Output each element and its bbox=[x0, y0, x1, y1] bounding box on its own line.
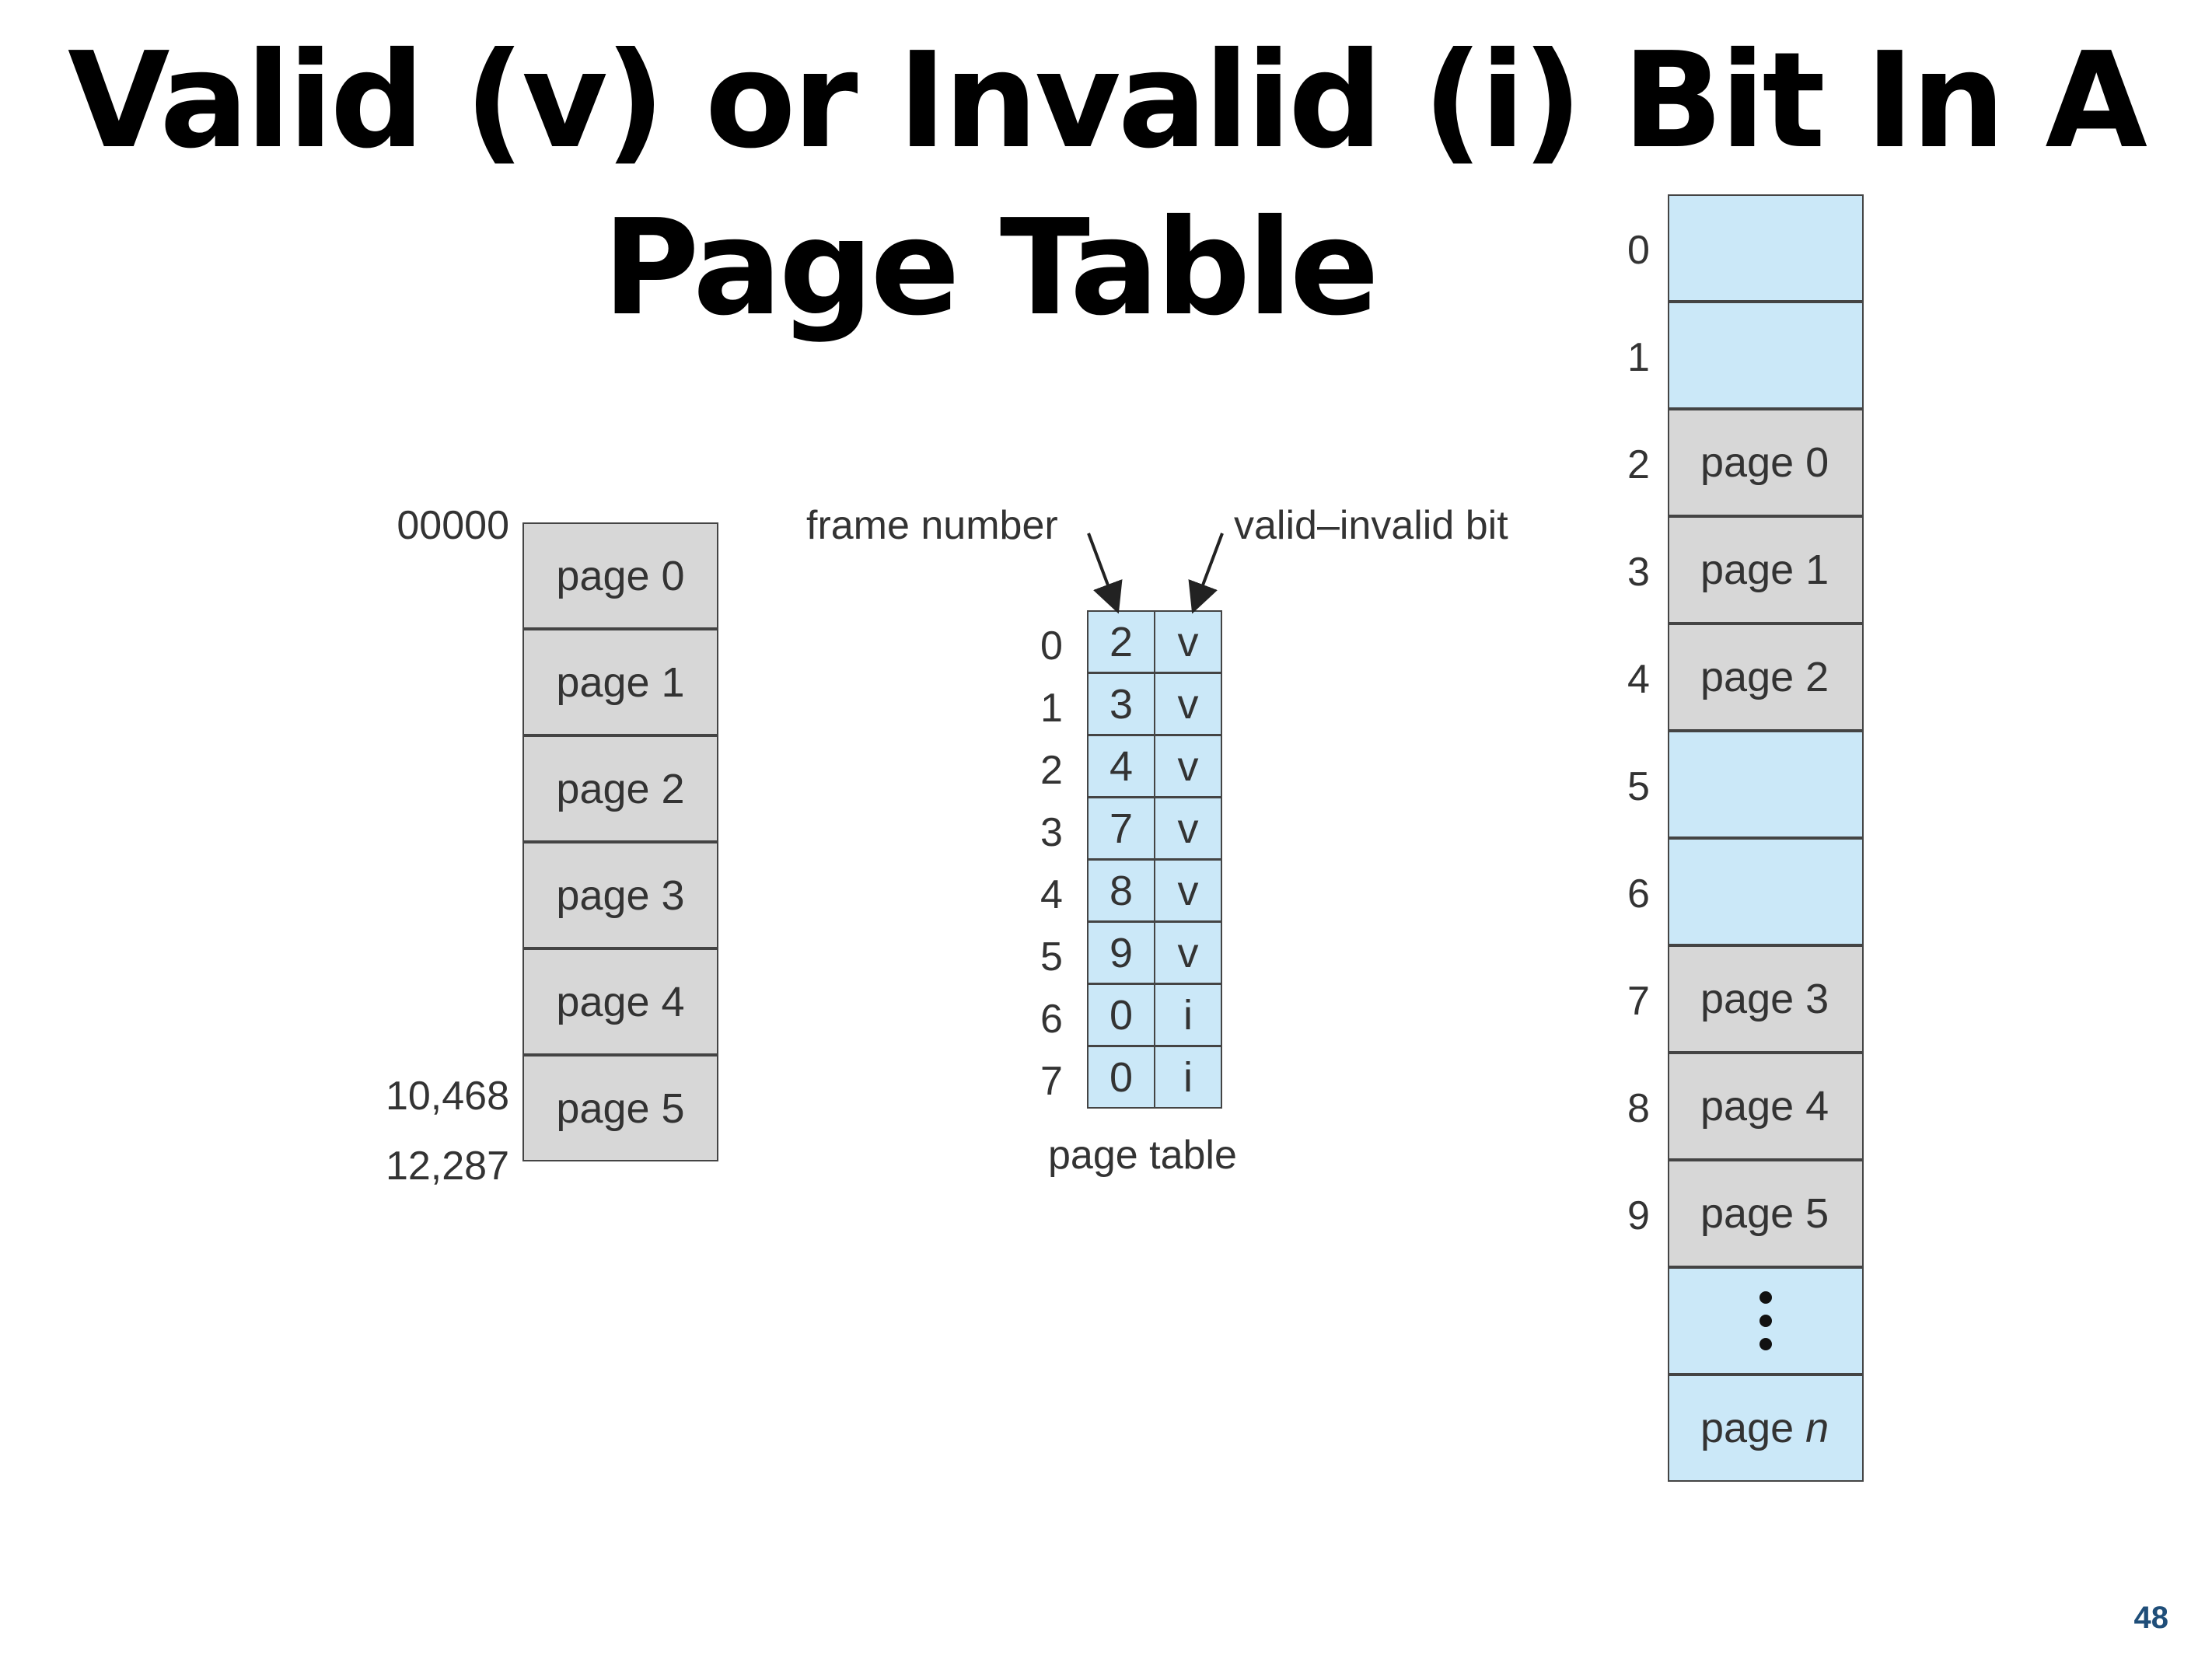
frame-index: 1 bbox=[1627, 335, 1650, 380]
valid-bit-cell: v bbox=[1154, 921, 1222, 984]
frame-cell bbox=[1668, 194, 1864, 302]
last-frame-prefix: page bbox=[1700, 1405, 1806, 1451]
valid-bit-cell: v bbox=[1154, 797, 1222, 860]
logical-page-cell: page 0 bbox=[522, 522, 718, 629]
address-end: 12,287 bbox=[385, 1144, 509, 1189]
frame-cell: page 3 bbox=[1668, 945, 1864, 1053]
page-table-index: 6 bbox=[1040, 997, 1063, 1042]
address-start: 00000 bbox=[397, 503, 509, 548]
frame-index: 3 bbox=[1627, 550, 1650, 595]
valid-invalid-bit-label: valid–invalid bit bbox=[1234, 503, 1508, 548]
frame-index: 2 bbox=[1627, 442, 1650, 487]
slide-title-line-1: Valid (v) or Invalid (i) Bit In A bbox=[67, 24, 2147, 178]
frame-cell: page 5 bbox=[1668, 1160, 1864, 1267]
frame-index: 7 bbox=[1627, 979, 1650, 1024]
frame-cell: page 4 bbox=[1668, 1053, 1864, 1160]
valid-bit-cell: v bbox=[1154, 672, 1222, 735]
frame-cell bbox=[1668, 838, 1864, 945]
frame-cell: page 2 bbox=[1668, 623, 1864, 731]
frame-number-cell: 0 bbox=[1087, 1046, 1155, 1109]
frame-number-cell: 4 bbox=[1087, 735, 1155, 798]
page-table-index: 0 bbox=[1040, 623, 1063, 669]
page-table-index: 1 bbox=[1040, 686, 1063, 731]
ellipsis-dot bbox=[1759, 1338, 1772, 1350]
valid-bit-cell: v bbox=[1154, 859, 1222, 922]
page-table-index: 2 bbox=[1040, 748, 1063, 793]
logical-page-cell: page 4 bbox=[522, 948, 718, 1055]
frame-number-label: frame number bbox=[806, 503, 1058, 548]
frame-number-cell: 7 bbox=[1087, 797, 1155, 860]
valid-bit-cell: i bbox=[1154, 1046, 1222, 1109]
address-page5-start: 10,468 bbox=[385, 1074, 509, 1119]
frame-index: 9 bbox=[1627, 1193, 1650, 1238]
valid-bit-cell: i bbox=[1154, 983, 1222, 1046]
page-table-index: 3 bbox=[1040, 810, 1063, 855]
ellipsis-dot bbox=[1759, 1291, 1772, 1304]
last-frame-suffix: n bbox=[1805, 1405, 1829, 1451]
frame-cell bbox=[1668, 302, 1864, 409]
frame-cell bbox=[1668, 731, 1864, 838]
ellipsis-dot bbox=[1759, 1315, 1772, 1327]
frame-cell-last: page n bbox=[1668, 1374, 1864, 1482]
page-table-caption: page table bbox=[1048, 1133, 1237, 1178]
page-table-index: 4 bbox=[1040, 872, 1063, 917]
slide-title-line-2: Page Table bbox=[603, 191, 1379, 345]
valid-bit-cell: v bbox=[1154, 735, 1222, 798]
frame-number-arrow bbox=[1087, 533, 1123, 614]
ellipsis-cell bbox=[1668, 1267, 1864, 1374]
frame-cell: page 0 bbox=[1668, 409, 1864, 516]
logical-page-cell: page 5 bbox=[522, 1055, 718, 1161]
logical-page-cell: page 3 bbox=[522, 842, 718, 948]
valid-invalid-bit-arrow bbox=[1188, 533, 1224, 614]
logical-page-cell: page 2 bbox=[522, 735, 718, 842]
frame-number-cell: 9 bbox=[1087, 921, 1155, 984]
frame-number-cell: 3 bbox=[1087, 672, 1155, 735]
frame-index: 4 bbox=[1627, 657, 1650, 702]
logical-page-cell: page 1 bbox=[522, 629, 718, 735]
frame-index: 6 bbox=[1627, 871, 1650, 917]
frame-cell: page 1 bbox=[1668, 516, 1864, 623]
frame-index: 8 bbox=[1627, 1086, 1650, 1131]
slide-number: 48 bbox=[2133, 1601, 2169, 1635]
frame-index: 5 bbox=[1627, 764, 1650, 809]
page-table-index: 5 bbox=[1040, 934, 1063, 980]
frame-index: 0 bbox=[1627, 228, 1650, 273]
page-table-index: 7 bbox=[1040, 1059, 1063, 1104]
